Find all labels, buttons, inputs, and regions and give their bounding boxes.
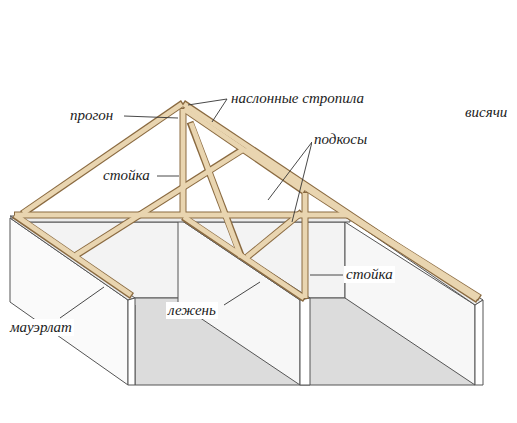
part-label: лежень xyxy=(166,302,218,319)
part-label: прогон xyxy=(68,107,115,124)
part-label: мауэрлат xyxy=(8,319,74,336)
part-label: наслонные стропила xyxy=(229,90,366,107)
part-label: стойка xyxy=(101,167,152,184)
part-label: подкосы xyxy=(312,131,369,148)
part-label: стойка xyxy=(344,266,395,283)
part-label: висячи xyxy=(463,104,509,121)
